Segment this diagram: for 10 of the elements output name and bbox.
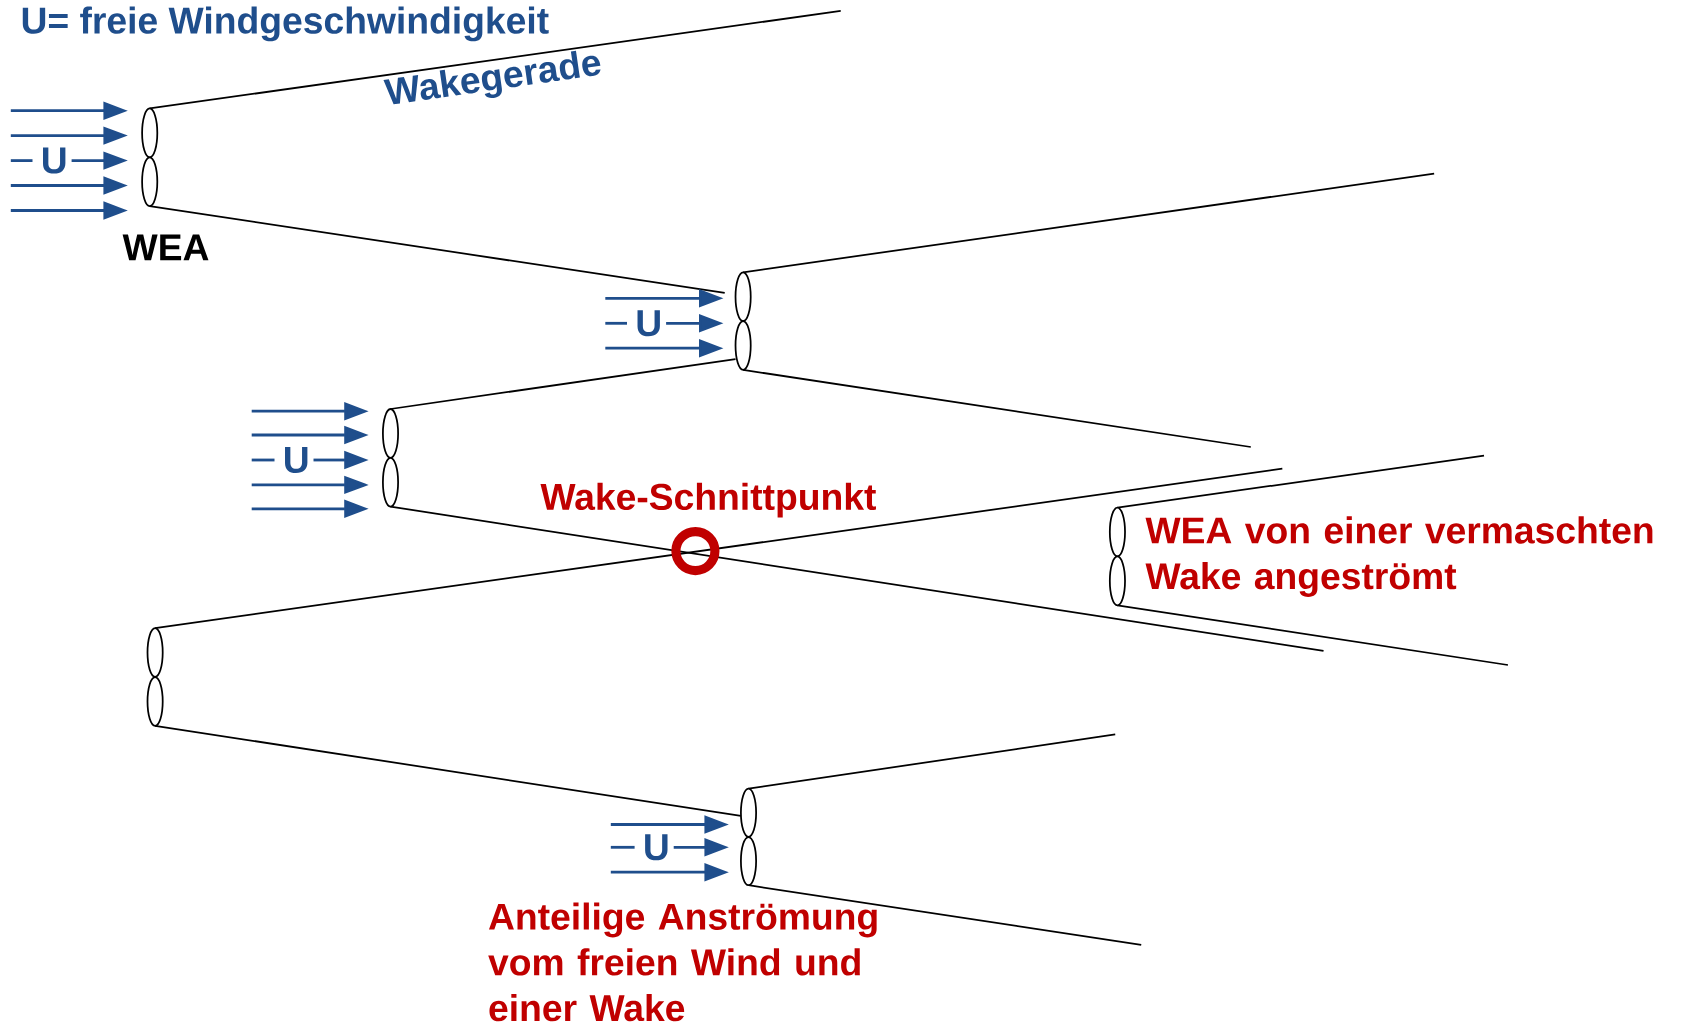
annotation-text: Anteilige Anströmung vom freien Wind und einer Wake <box>488 902 877 1022</box>
line-label: Wakegerade <box>383 51 601 105</box>
annotation-text: WEA von einer vermaschten Wake angeströmt <box>1145 516 1653 598</box>
wind-label: U <box>285 447 308 474</box>
wind-label: U <box>645 834 668 861</box>
annotation-text: Wake-Schnittpunkt <box>540 482 876 518</box>
turbine-label: WEA <box>122 234 209 261</box>
legend-text: U= freie Windgeschwindigkeit <box>22 6 549 42</box>
wind-label: U <box>43 147 66 174</box>
wind-label: U <box>637 310 660 337</box>
